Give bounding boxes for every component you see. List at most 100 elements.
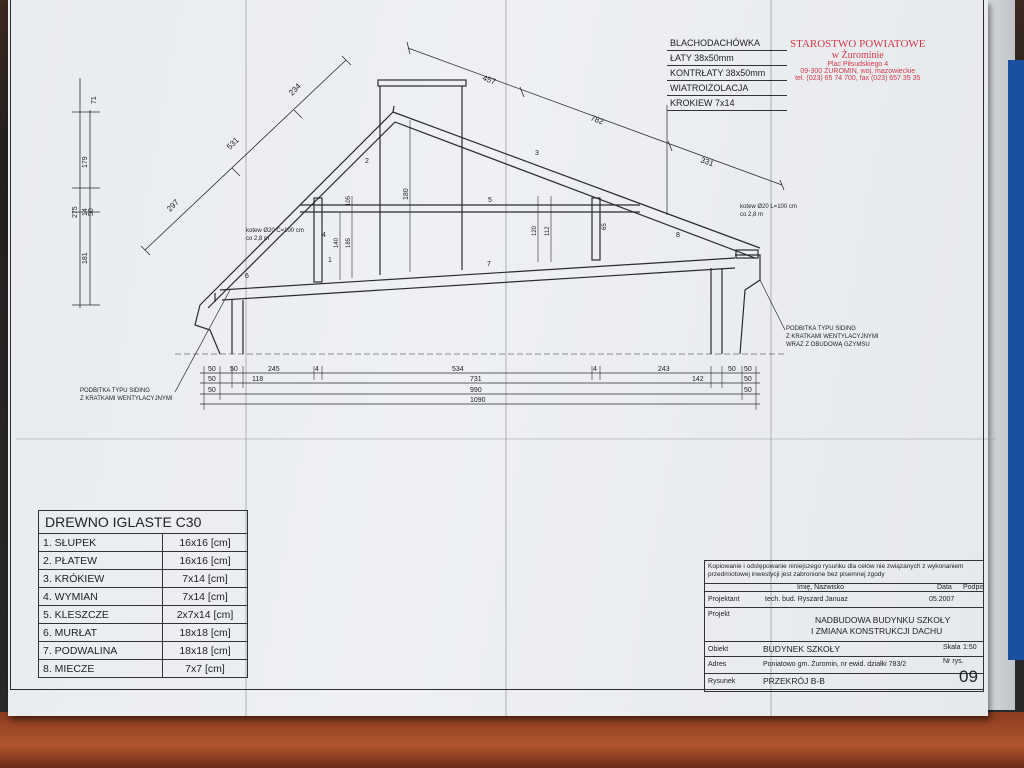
material-name: 4. WYMIAN bbox=[38, 587, 163, 606]
legend-item: WIATROIZOLACJA bbox=[667, 81, 787, 96]
dim-text: 4 bbox=[593, 366, 597, 373]
left-rafter bbox=[199, 111, 394, 306]
material-size: 7x14 [cm] bbox=[162, 587, 248, 606]
dim-text: 331 bbox=[699, 155, 715, 168]
note-text: co 2,8 m bbox=[740, 212, 763, 218]
dim-text: 50 bbox=[744, 366, 752, 373]
member-number: 7 bbox=[487, 261, 491, 268]
dim-text: 14 bbox=[82, 208, 89, 216]
office-stamp: STAROSTWO POWIATOWE w Żurominie Plac Pił… bbox=[790, 38, 926, 82]
dim-text: 50 bbox=[208, 366, 216, 373]
drawing-label: Rysunek bbox=[708, 678, 736, 685]
note-text: PODBITKA TYPU SIDING bbox=[786, 326, 856, 332]
material-size: 18x18 [cm] bbox=[162, 641, 248, 660]
scale-label: Skala bbox=[943, 644, 961, 651]
dim-text: 50 bbox=[744, 376, 752, 383]
dim-text: 112 bbox=[545, 226, 551, 236]
stamp-line: Plac Piłsudskiego 4 bbox=[827, 61, 889, 68]
note-text: Z KRATKAMI WENTYLACYJNYMI bbox=[786, 334, 879, 340]
title-block: Kopiowanie i odstępowanie niniejszego ry… bbox=[704, 560, 984, 692]
dim-text: 50 bbox=[744, 387, 752, 394]
right-rafter bbox=[392, 111, 761, 249]
fold-line bbox=[770, 0, 772, 716]
dim-text: 185 bbox=[346, 237, 352, 248]
member-number: 3 bbox=[535, 150, 539, 157]
note-text: kotew Ø20 C=100 cm bbox=[246, 228, 304, 234]
dim-text: 50 bbox=[230, 366, 238, 373]
fold-line bbox=[245, 0, 247, 716]
member-number: 6 bbox=[245, 273, 249, 280]
legend-item: KROKIEW 7x14 bbox=[667, 96, 787, 111]
project-line: NADBUDOWA BUDYNKU SZKOŁY bbox=[815, 615, 951, 625]
material-name: 5. KLESZCZE bbox=[38, 605, 163, 624]
dim-text: 50 bbox=[728, 366, 736, 373]
roof-layers-legend: BLACHODACHÓWKA ŁATY 38x50mm KONTRŁATY 38… bbox=[667, 36, 787, 111]
dim-text: 120 bbox=[532, 225, 538, 236]
dim-text: 4 bbox=[315, 366, 319, 373]
project-line: I ZMIANA KONSTRUKCJI DACHU bbox=[811, 626, 943, 636]
drawing-frame bbox=[10, 0, 984, 690]
dim-text: 297 bbox=[165, 197, 181, 213]
header-sign: Podpis bbox=[963, 584, 985, 591]
material-name: 8. MIECZE bbox=[38, 659, 163, 678]
address-value: Poniatowo gm. Żuromin, nr ewid. działki … bbox=[763, 661, 907, 668]
floor bbox=[0, 712, 1024, 768]
note-text: WRAZ Z OBUDOWĄ GZYMSU bbox=[786, 342, 870, 348]
dim-text: 140 bbox=[334, 237, 340, 248]
legend-item: ŁATY 38x50mm bbox=[667, 51, 787, 66]
dim-text: 50 bbox=[88, 208, 95, 216]
stamp-line: 09-300 ŻUROMIN, woj. mazowieckie bbox=[800, 68, 916, 75]
dim-text: 275 bbox=[72, 206, 79, 218]
object-label: Obiekt bbox=[708, 646, 729, 653]
material-size: 2x7x14 [cm] bbox=[162, 605, 248, 624]
dim-text: 234 bbox=[287, 81, 303, 97]
material-name: 6. MURŁAT bbox=[38, 623, 163, 642]
designer-label: Projektant bbox=[708, 596, 740, 603]
header-date: Data bbox=[937, 584, 952, 591]
dim-text: 243 bbox=[658, 366, 670, 373]
dim-text: 71 bbox=[91, 96, 98, 104]
dim-text: 181 bbox=[82, 252, 89, 264]
stamp-line: STAROSTWO POWIATOWE bbox=[790, 38, 926, 50]
dim-text: 50 bbox=[208, 387, 216, 394]
material-name: 3. KRÓKIEW bbox=[38, 569, 163, 588]
legend-item: BLACHODACHÓWKA bbox=[667, 36, 787, 51]
dim-text: 65 bbox=[602, 223, 608, 230]
drawing-number: 09 bbox=[959, 667, 978, 686]
material-name: 2. PŁATEW bbox=[38, 551, 163, 570]
member-number: 2 bbox=[365, 158, 369, 165]
member-number: 1 bbox=[328, 257, 332, 264]
dim-text: 105 bbox=[346, 195, 352, 206]
dim-text: 245 bbox=[268, 366, 280, 373]
header-name: Imię, Nazwisko bbox=[797, 584, 845, 591]
dim-text: 990 bbox=[470, 387, 482, 394]
material-name: 7. PODWALINA bbox=[38, 641, 163, 660]
design-date: 05.2007 bbox=[929, 596, 955, 603]
legend-item: KONTRŁATY 38x50mm bbox=[667, 66, 787, 81]
member-number: 4 bbox=[322, 232, 326, 239]
materials-title: DREWNO IGLASTE C30 bbox=[38, 510, 248, 534]
stamp-line: w Żurominie bbox=[831, 50, 884, 61]
copy-notice: Kopiowanie i odstępowanie niniejszego ry… bbox=[708, 563, 964, 578]
member-number: 8 bbox=[676, 232, 680, 239]
dim-text: 534 bbox=[452, 366, 464, 373]
note-text: Z KRATKAMI WENTYLACYJNYMI bbox=[80, 396, 173, 402]
dim-text: 731 bbox=[470, 376, 482, 383]
blue-binder-edge bbox=[1008, 60, 1024, 660]
dim-text: 50 bbox=[208, 376, 216, 383]
note-text: PODBITKA TYPU SIDING bbox=[80, 388, 150, 394]
project-label: Projekt bbox=[708, 611, 730, 618]
dim-text: 457 bbox=[481, 73, 497, 86]
drawing-number-label: Nr rys. bbox=[943, 658, 964, 665]
fold-line bbox=[16, 438, 996, 440]
scale-value: 1:50 bbox=[963, 644, 977, 651]
